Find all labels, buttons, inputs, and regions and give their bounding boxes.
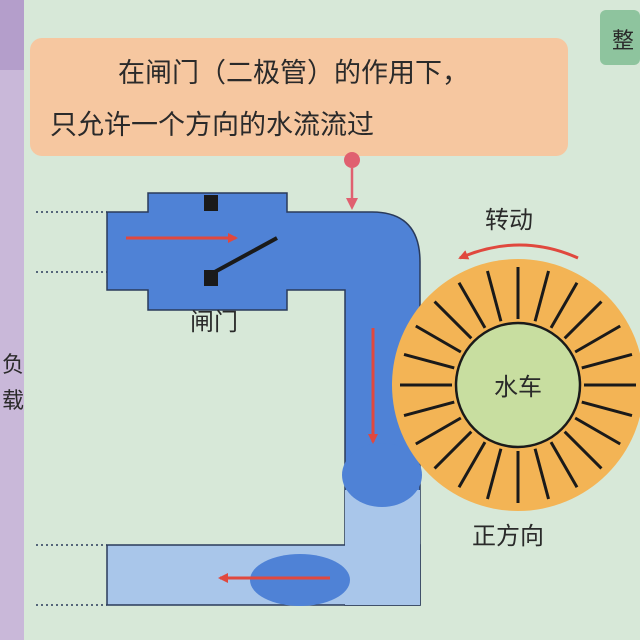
corner-tab-fragment: 整 (612, 29, 634, 54)
rotation-arrow (458, 243, 579, 260)
waterwheel-spoke (574, 416, 621, 446)
gate-top-block (204, 195, 218, 211)
callout-box (30, 38, 568, 156)
waterwheel-spoke (457, 282, 487, 329)
waterwheel-spoke (574, 324, 621, 354)
water-blob-right (342, 443, 422, 507)
waterwheel-spoke (486, 270, 503, 322)
waterwheel-spoke (433, 300, 473, 340)
waterwheel-spoke (549, 441, 579, 488)
waterwheel-spoke (403, 400, 455, 417)
waterwheel-spoke (581, 353, 633, 370)
waterwheel-spoke (433, 430, 473, 470)
corner-tab (600, 10, 640, 65)
callout-line-1: 在闸门（二极管）的作用下， (118, 58, 469, 89)
left-edge-fragment-2: 载 (2, 389, 24, 414)
rotation-label: 转动 (485, 206, 533, 234)
waterwheel-spoke (563, 430, 603, 470)
left-edge-bar-top (0, 0, 24, 70)
waterwheel-spoke (581, 400, 633, 417)
pointer-dot (344, 152, 360, 168)
return-pipe-right (345, 490, 420, 605)
waterwheel-spoke (415, 324, 462, 354)
waterwheel-spoke (533, 448, 550, 500)
waterwheel-hub (454, 321, 582, 449)
left-edge-fragment-1: 负 (2, 353, 24, 378)
waterwheel-spoke (549, 282, 579, 329)
waterwheel-label: 水车 (494, 373, 542, 401)
waterwheel-spoke (486, 448, 503, 500)
waterwheel-spokes (400, 267, 636, 503)
circuit-inner-area (107, 290, 345, 545)
left-edge-bar (0, 0, 24, 640)
gate-flap (210, 236, 278, 276)
gate-label: 闸门 (190, 308, 238, 336)
waterwheel-spoke (563, 300, 603, 340)
waterwheel-spoke (415, 416, 462, 446)
water-blob-bottom (250, 554, 350, 606)
callout-line-2: 只允许一个方向的水流流过 (50, 110, 374, 141)
waterwheel-spoke (533, 270, 550, 322)
waterwheel-spoke (457, 441, 487, 488)
water-pipe (106, 192, 421, 606)
waterwheel-spoke (403, 353, 455, 370)
direction-label: 正方向 (472, 522, 544, 550)
